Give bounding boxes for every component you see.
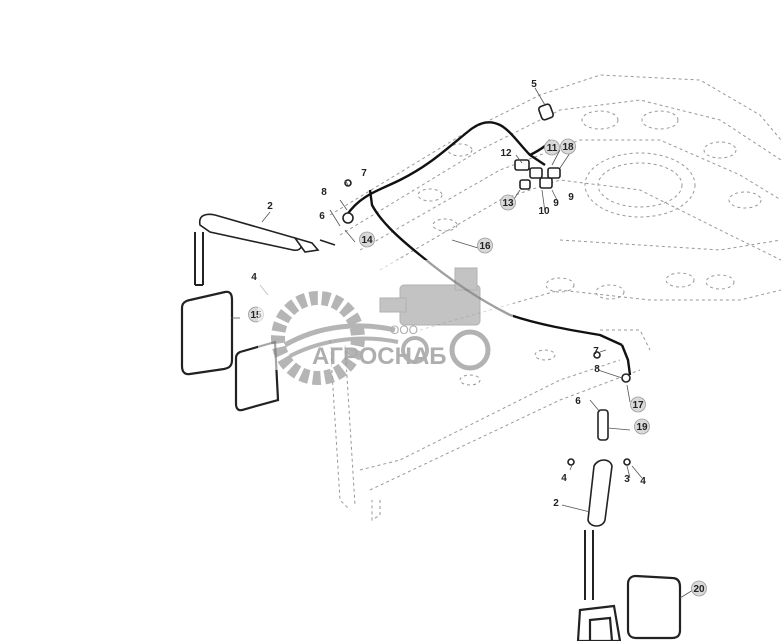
callout-c16: 16 (477, 237, 493, 254)
callout-c3: 3 (624, 474, 630, 485)
callout-c4a: 4 (251, 272, 257, 283)
callout-circle (634, 418, 650, 435)
callout-c14: 14 (359, 231, 375, 248)
callout-c9a: 9 (553, 198, 559, 209)
callout-c11: 11 (544, 139, 560, 156)
callout-label: 6 (575, 396, 581, 407)
callout-label: 5 (531, 79, 537, 90)
combine-harvester-icon (379, 267, 491, 371)
cab-frame-outline (329, 74, 781, 521)
callout-c12: 12 (500, 148, 512, 159)
callout-label: 3 (624, 474, 630, 485)
callout-label: 2 (553, 498, 559, 509)
agrosnab-watermark: ООО АГРОСНАБ (258, 260, 513, 385)
callout-label: 14 (361, 235, 373, 246)
callout-label: 9 (553, 198, 559, 209)
callout-label: 7 (361, 168, 367, 179)
callout-circle (500, 194, 516, 211)
callout-c2b: 2 (553, 498, 559, 509)
leader-lines (231, 87, 694, 599)
left-mirror-assembly (180, 179, 354, 412)
callout-c4c: 4 (640, 476, 646, 487)
callout-label: 16 (479, 241, 491, 252)
callout-c4b: 4 (561, 473, 567, 484)
gear-logo-icon (271, 291, 399, 385)
callout-label: 15 (250, 310, 262, 321)
callout-label: 4 (251, 272, 257, 283)
callout-label: 2 (267, 201, 273, 212)
callout-c18: 18 (560, 138, 576, 155)
callout-c8a: 8 (321, 187, 327, 198)
callout-label: 20 (693, 584, 705, 595)
right-mirror-assembly (567, 351, 682, 641)
callout-c20: 20 (691, 580, 707, 597)
callout-c17: 17 (630, 396, 646, 413)
callout-circle (630, 396, 646, 413)
callout-c2a: 2 (267, 201, 273, 212)
callout-label: 13 (502, 198, 514, 209)
callout-c9b: 9 (568, 192, 574, 203)
callout-c19: 19 (634, 418, 650, 435)
callout-c13: 13 (500, 194, 516, 211)
callout-label: 10 (538, 206, 550, 217)
callout-label: 18 (562, 142, 574, 153)
watermark-brand-text: АГРОСНАБ (312, 343, 447, 370)
callout-c6b: 6 (575, 396, 581, 407)
callout-label: 6 (319, 211, 325, 222)
callout-circle (477, 237, 493, 254)
callout-label: 12 (500, 148, 512, 159)
callout-c5: 5 (531, 79, 537, 90)
callout-c7a: 7 (361, 168, 367, 179)
callout-label: 4 (561, 473, 567, 484)
callout-label: 17 (632, 400, 644, 411)
callout-circle (691, 580, 707, 597)
callout-label: 8 (321, 187, 327, 198)
connector-cluster (514, 103, 561, 190)
callout-circle (560, 138, 576, 155)
callout-label: 8 (594, 364, 600, 375)
callout-label: 9 (568, 192, 574, 203)
callout-label: 19 (636, 422, 648, 433)
watermark-small-text: ООО (390, 323, 418, 337)
callout-circle (544, 139, 560, 156)
callout-c7b: 7 (593, 346, 599, 357)
callout-circle (359, 231, 375, 248)
callout-c10: 10 (538, 206, 550, 217)
callout-c8b: 8 (594, 364, 600, 375)
callout-label: 7 (593, 346, 599, 357)
callout-label: 4 (640, 476, 646, 487)
callout-c6a: 6 (319, 211, 325, 222)
callout-label: 11 (547, 143, 558, 154)
